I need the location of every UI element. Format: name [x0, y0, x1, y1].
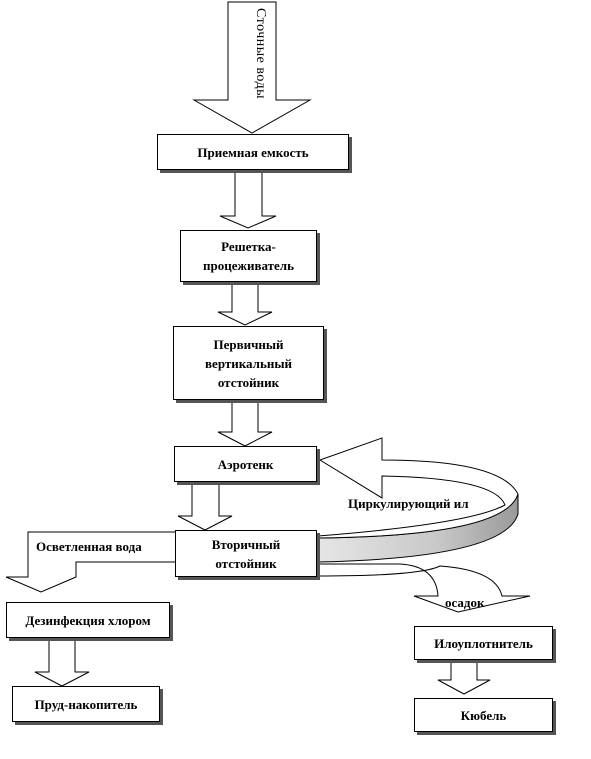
secondary-settler-box: Вторичный отстойник [175, 530, 317, 577]
storage-pond-box: Пруд-накопитель [12, 686, 160, 722]
sludge-bed-box: Кюбель [414, 698, 553, 732]
clarified-water-label: Осветленная вода [36, 539, 142, 554]
inflow-arrow [192, 1, 312, 134]
arrow-tank-to-screen [219, 169, 277, 229]
circulating-sludge-label: Циркулирующий ил [348, 496, 469, 511]
inflow-label: Сточные воды [253, 8, 268, 100]
chlorine-disinfection-box: Дезинфекция хлором [6, 602, 170, 638]
arrow-aerotank-to-secondary [177, 483, 233, 531]
arrow-sediment [317, 563, 531, 613]
screen-filter-box: Решетка-процеживатель [180, 230, 317, 282]
arrow-disinfection-to-pond [34, 639, 90, 687]
arrow-thickener-to-bed [437, 659, 491, 695]
sludge-thickener-box: Илоуплотнитель [414, 626, 553, 660]
primary-settler-box: Первичный вертикальный отстойник [173, 326, 324, 400]
arrow-clarified-water [5, 531, 177, 593]
return-sludge-arrow [317, 437, 519, 563]
sediment-label: осадок [445, 595, 485, 610]
arrow-primary-to-aerotank [217, 400, 273, 447]
aerotank-box: Аэротенк [174, 446, 317, 482]
arrow-screen-to-primary [217, 281, 273, 326]
receiving-tank-box: Приемная емкость [157, 134, 349, 170]
